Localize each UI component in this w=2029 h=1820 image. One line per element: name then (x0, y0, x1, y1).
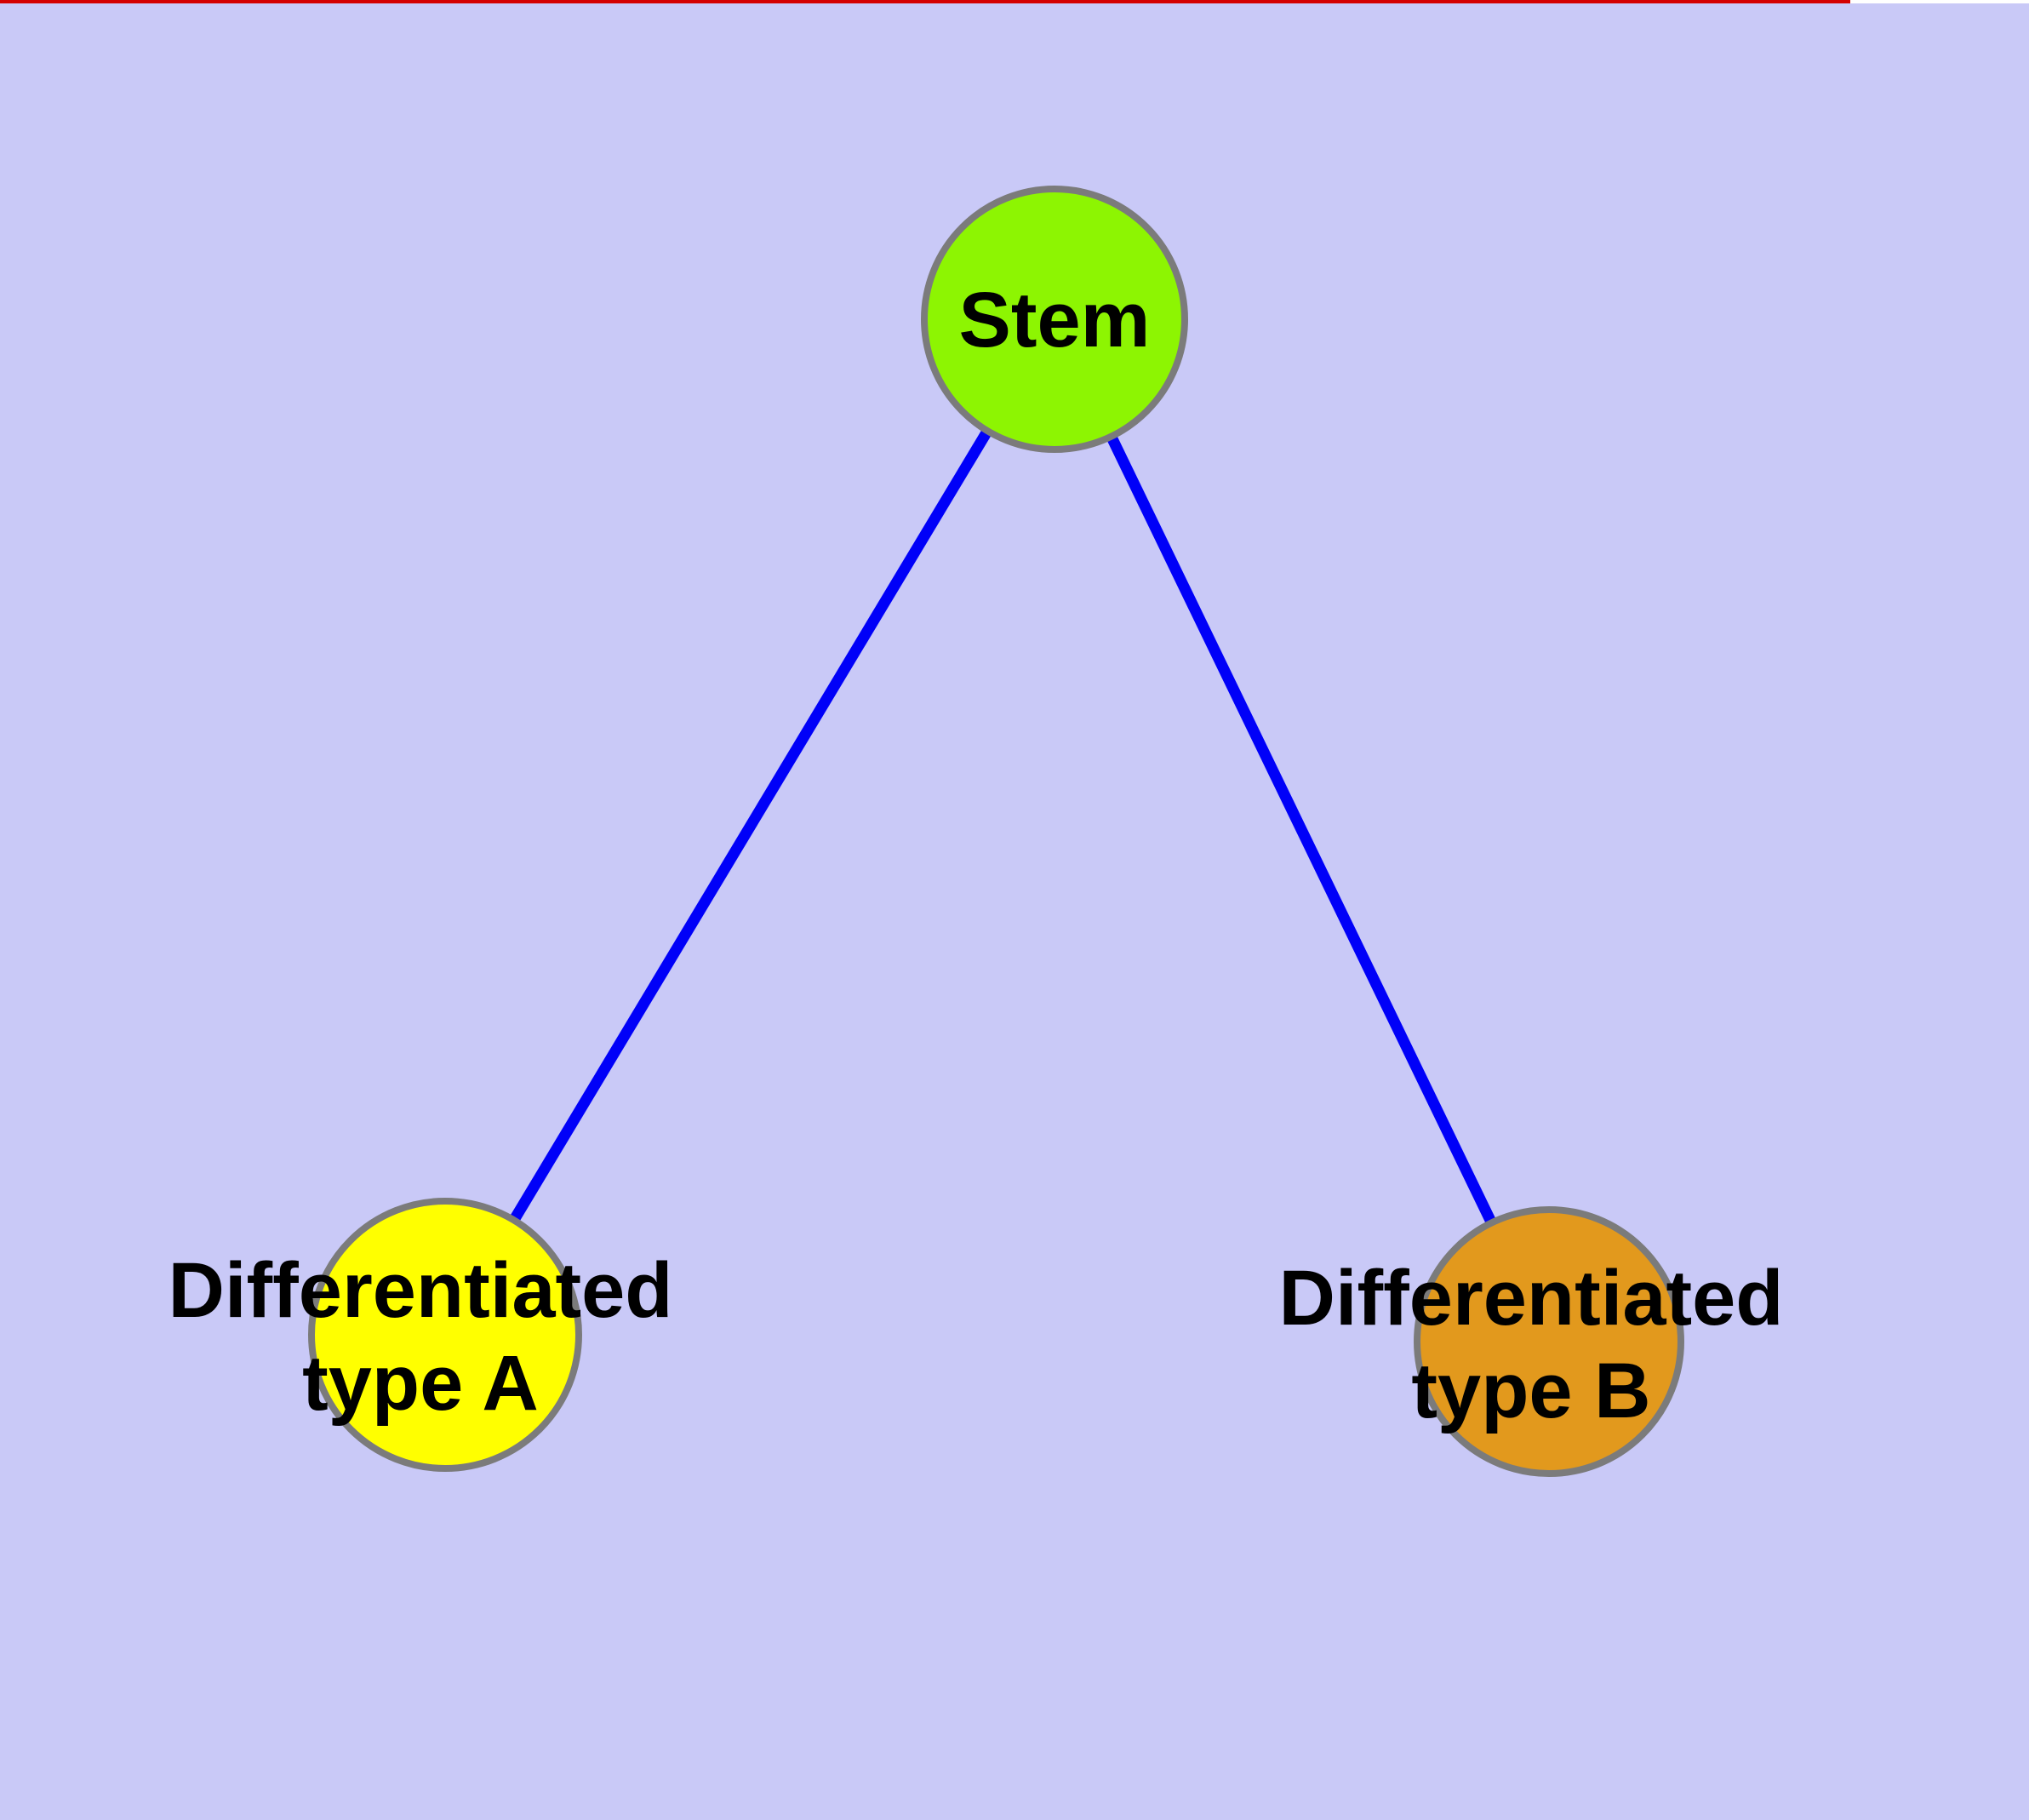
node-differentiated-type-b-circle[interactable] (1414, 1206, 1684, 1477)
edge-stem-to-type-a (440, 316, 1060, 1338)
node-differentiated-type-a: Differentiated type A (169, 1198, 673, 1472)
node-stem-circle[interactable] (921, 186, 1188, 453)
node-differentiated-type-b-label-line1: Differentiated (1279, 1255, 1784, 1342)
node-stem-label: Stem (959, 277, 1151, 363)
window-top-edge-white (1850, 0, 2029, 3)
window-top-edge-red (0, 0, 1850, 3)
edges (440, 316, 1554, 1344)
node-differentiated-type-a-label-line1: Differentiated (169, 1247, 673, 1334)
node-differentiated-type-a-circle[interactable] (308, 1198, 582, 1472)
node-stem: Stem (921, 186, 1188, 453)
node-differentiated-type-b: Differentiated type B (1279, 1206, 1784, 1477)
node-differentiated-type-a-label-line2: type A (302, 1340, 539, 1427)
node-differentiated-type-b-label-line2: type B (1411, 1348, 1650, 1434)
edge-stem-to-type-b (1049, 317, 1554, 1344)
